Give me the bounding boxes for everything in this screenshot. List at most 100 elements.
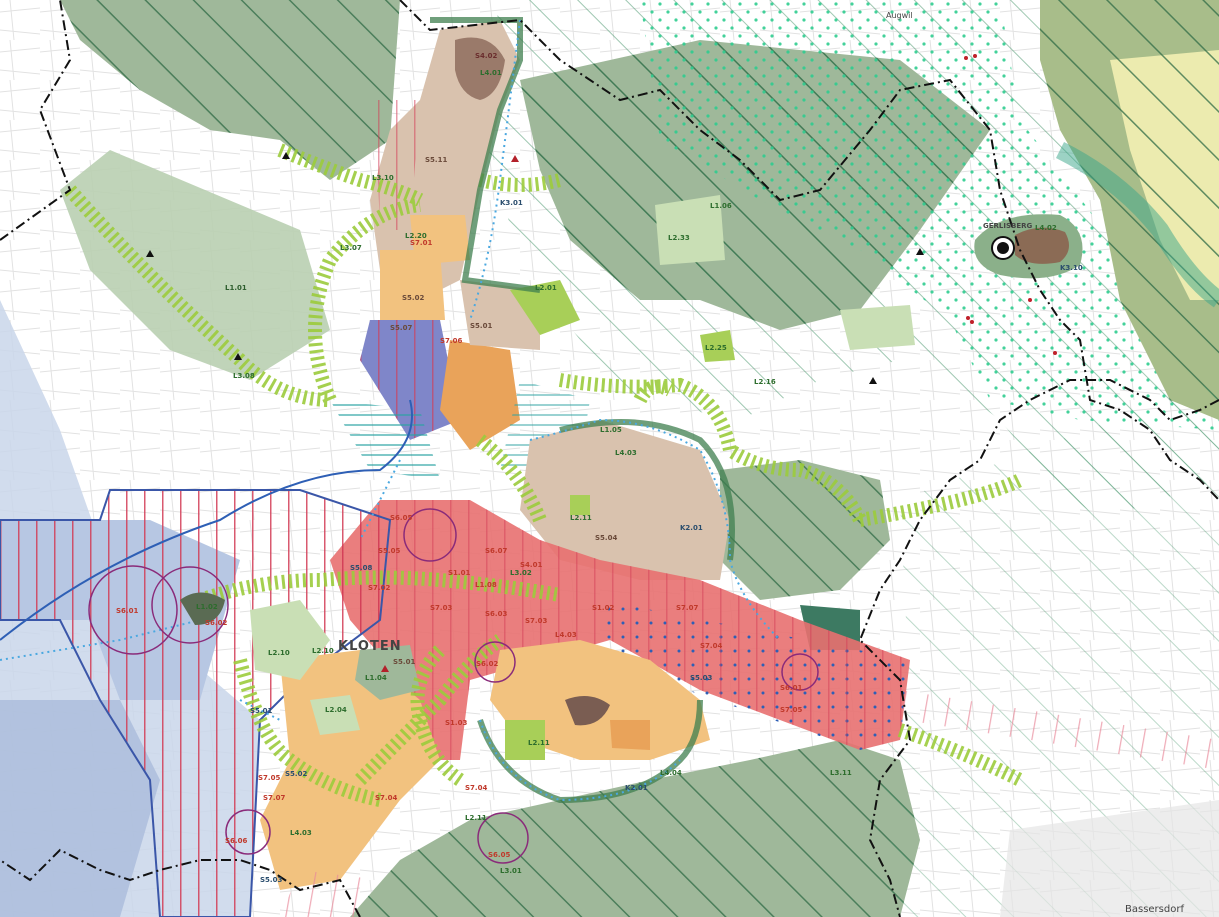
label-l220: L2.20 <box>405 232 427 240</box>
forest-mid-hatch <box>720 460 890 600</box>
bassersdorf-settlement <box>1000 800 1219 917</box>
biodiversity-dots <box>640 0 1219 430</box>
label-l301: L3.01 <box>500 867 522 875</box>
zone-s506 <box>380 250 445 320</box>
label-s704: S7.04 <box>375 794 397 802</box>
label-s705: S7.05 <box>780 706 802 714</box>
label-l311: L3.11 <box>830 769 852 777</box>
label-l225: L2.25 <box>705 344 727 352</box>
zone-s504 <box>520 420 730 580</box>
label-k310: K3.10 <box>1060 264 1083 272</box>
zone-l225 <box>700 330 735 362</box>
zone-s402 <box>455 37 505 100</box>
label-s603: S6.03 <box>485 610 507 618</box>
label-s601-west: S6.01 <box>116 607 138 615</box>
label-s701: S7.01 <box>410 239 432 247</box>
label-l403-sw: L4.03 <box>290 829 312 837</box>
label-k302: K3.01 <box>500 199 523 207</box>
label-s602-c: S6.02 <box>476 660 498 668</box>
zone-l201 <box>510 280 580 335</box>
airport-south <box>0 700 160 917</box>
label-s401: S4.01 <box>520 561 542 569</box>
place-bassersdorf: Bassersdorf <box>1125 904 1184 915</box>
zone-l216 <box>840 305 915 350</box>
label-k201-south: K2.01 <box>625 784 648 792</box>
label-s507: S5.07 <box>390 324 412 332</box>
label-l211: L2.11 <box>570 514 592 522</box>
label-l216: L2.16 <box>754 378 776 386</box>
label-l211-south: L2.11 <box>528 739 550 747</box>
label-s707: S7.07 <box>676 604 698 612</box>
label-l233: L2.33 <box>668 234 690 242</box>
label-s601: S6.01 <box>780 684 802 692</box>
label-s607: S6.07 <box>485 547 507 555</box>
zone-s402-south <box>565 696 610 726</box>
label-s503: S5.03 <box>690 674 712 682</box>
label-l402: L4.02 <box>1035 224 1057 232</box>
label-l102: L1.02 <box>196 603 218 611</box>
label-s103: S1.03 <box>445 719 467 727</box>
label-l105: L1.05 <box>600 426 622 434</box>
label-s503-sw: S5.03 <box>260 876 282 884</box>
label-s102: S1.02 <box>592 604 614 612</box>
label-l101: L1.01 <box>225 284 247 292</box>
forest-southeast-hatch <box>880 380 1219 917</box>
label-s704-east: S7.04 <box>700 642 722 650</box>
label-s501: S5.01 <box>470 322 492 330</box>
label-s605-s: S6.05 <box>488 851 510 859</box>
label-l104: L1.04 <box>365 674 387 682</box>
zone-center-hatch <box>330 500 910 760</box>
label-l204: L2.04 <box>325 706 347 714</box>
watercourses <box>0 19 781 802</box>
zone-commercial <box>440 340 520 450</box>
label-s706: S7.06 <box>440 337 462 345</box>
park-l101 <box>60 150 330 380</box>
label-s704-c: S7.04 <box>465 784 487 792</box>
zone-airport-hatch <box>0 490 390 917</box>
label-s702: S7.02 <box>368 584 390 592</box>
label-s602: S6.02 <box>205 619 227 627</box>
label-k201: K2.01 <box>680 524 703 532</box>
label-l308: L3.08 <box>233 372 255 380</box>
location-marker-icon[interactable] <box>991 236 1015 260</box>
label-s606: S6.06 <box>225 837 247 845</box>
label-s403: L4.03 <box>555 631 577 639</box>
survey-points <box>146 152 924 672</box>
red-hatch-south <box>280 870 380 917</box>
label-s703b: S7.03 <box>525 617 547 625</box>
label-s511: S5.11 <box>425 156 447 164</box>
gerlisberg-core <box>1015 227 1069 264</box>
zone-l233 <box>655 195 725 265</box>
red-strip-north <box>375 100 420 230</box>
label-s605: S6.05 <box>390 514 412 522</box>
zone-industry-hatch <box>360 320 460 440</box>
label-l307: L3.07 <box>340 244 362 252</box>
zone-l204 <box>310 695 360 735</box>
label-s508: S5.08 <box>350 564 372 572</box>
label-l302: L3.02 <box>510 569 532 577</box>
node-circles <box>88 508 819 864</box>
label-s502-sw: S5.02 <box>285 770 307 778</box>
label-s501-south: S5.01 <box>393 658 415 666</box>
forest-south-hatch <box>350 740 920 917</box>
label-l106: L1.06 <box>710 202 732 210</box>
label-s501-west: S5.01 <box>250 707 272 715</box>
label-s707-sw: S7.07 <box>263 794 285 802</box>
point-features <box>964 54 1057 355</box>
label-s504: S5.04 <box>595 534 617 542</box>
label-l211-s: L2.11 <box>465 814 487 822</box>
zone-green-south <box>505 720 545 760</box>
forest-east-hatch <box>1040 0 1219 420</box>
zone-l211 <box>570 495 590 515</box>
zone-residential-southwest <box>260 650 440 890</box>
place-gerlisberg: GERLISBERG <box>983 222 1033 230</box>
place-augwil: Augwil <box>886 11 913 20</box>
label-s502: S5.02 <box>402 294 424 302</box>
label-l403: L4.03 <box>615 449 637 457</box>
label-l401: L4.01 <box>480 69 502 77</box>
place-kloten: KLOTEN <box>338 639 402 654</box>
label-s101: S1.01 <box>448 569 470 577</box>
